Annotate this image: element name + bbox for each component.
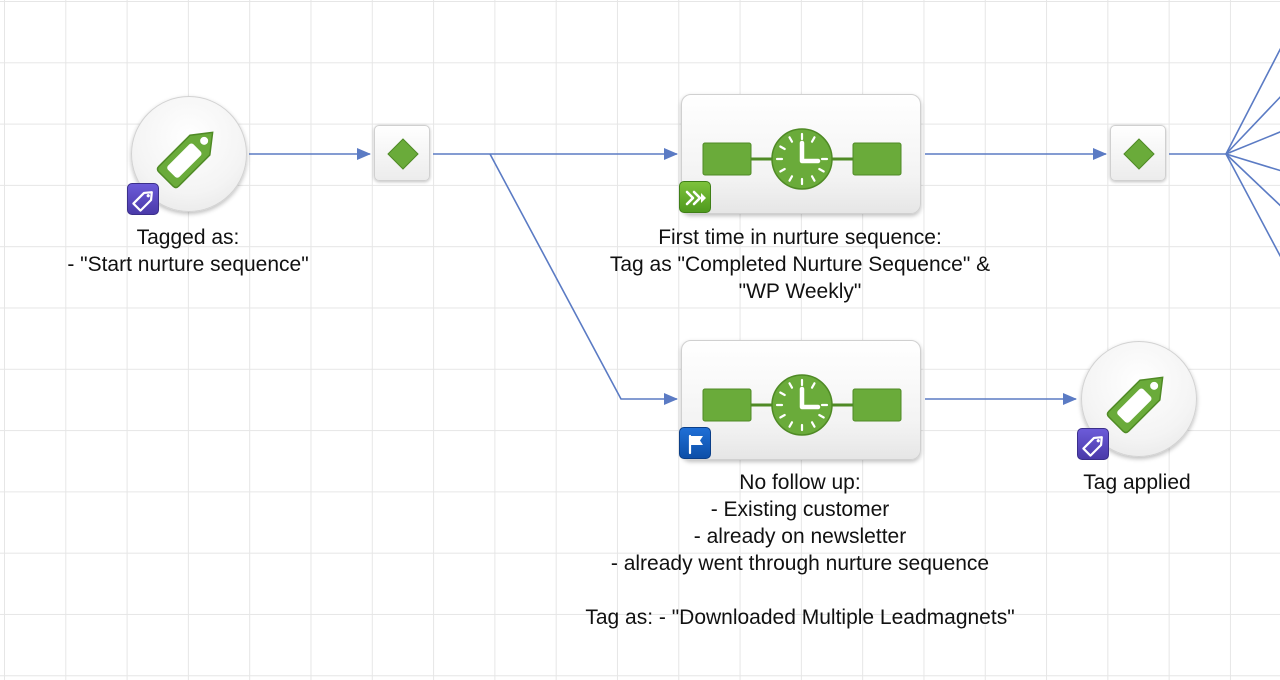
split-node-1[interactable] [374,125,430,181]
wait-node-top[interactable] [681,94,921,214]
connector-fan-6 [1225,153,1280,258]
connector-fan-5 [1225,153,1280,207]
diamond-icon [387,138,419,170]
diamond-icon [1123,138,1155,170]
tag-icon [156,131,214,189]
wait-bottom-label: No follow up: - Existing customer - alre… [585,471,1015,629]
connector-fan-1 [1225,47,1280,155]
tag-applied-label: Tag applied [1083,471,1191,494]
wait-node-bottom[interactable] [681,340,921,460]
wait-timer-icon [702,374,902,436]
connector-fan-4 [1225,153,1280,172]
wait-top-label: First time in nurture sequence: Tag as "… [609,226,991,303]
tag-trigger-label: Tagged as: - "Start nurture sequence" [67,226,309,276]
tag-badge-icon [127,183,159,215]
goal-forward-icon [679,181,711,213]
connector-fan-3 [1225,131,1280,155]
flag-icon [679,427,711,459]
tag-icon [1106,376,1164,434]
connector-fan-2 [1225,96,1280,155]
tag-badge-icon [1077,428,1109,460]
split-node-2[interactable] [1110,125,1166,181]
wait-timer-icon [702,128,902,190]
